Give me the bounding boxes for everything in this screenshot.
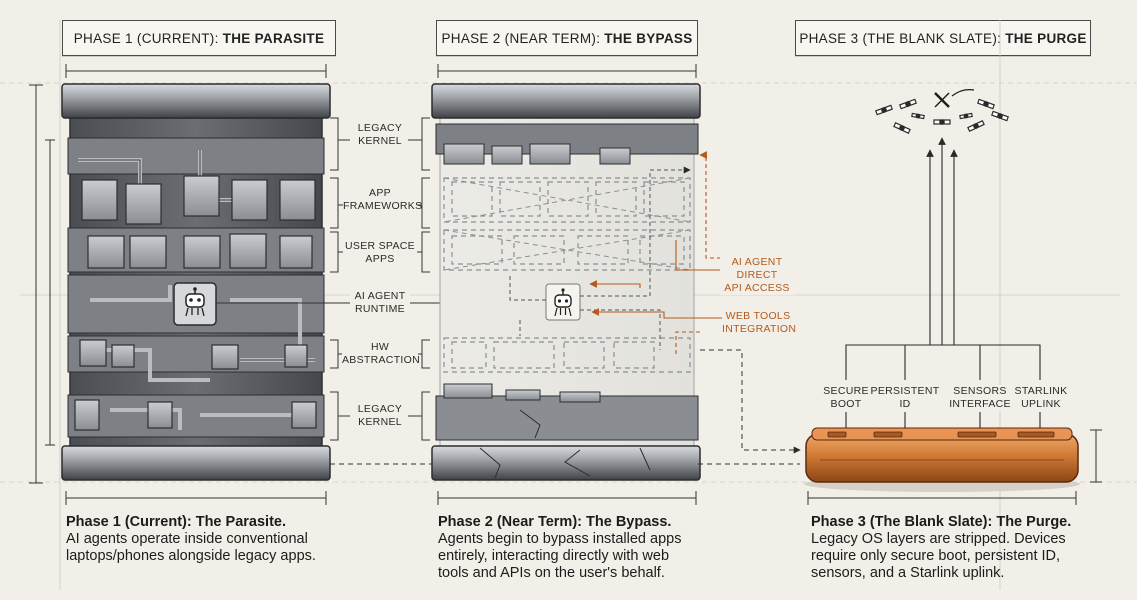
phase-2-caption: Phase 2 (Near Term): The Bypass. Agents … <box>438 514 700 582</box>
phase-2-orange-arrows <box>589 151 728 354</box>
phase-2-title-prefix: PHASE 2 (NEAR TERM): <box>441 30 601 46</box>
phase-3-connectors <box>845 137 1041 428</box>
label-starlink-uplink: STARLINK UPLINK <box>1012 385 1070 411</box>
label-legacy-kernel-bottom: LEGACY KERNEL <box>352 403 408 429</box>
phase-1-caption-body: AI agents operate inside conventional la… <box>66 531 316 564</box>
label-sensors-interface: SENSORS INTERFACE <box>946 385 1014 411</box>
label-legacy-kernel-top: LEGACY KERNEL <box>352 122 408 148</box>
label-app-frameworks: APP FRAMEWORKS <box>343 187 423 213</box>
label-hw-abstraction: HW ABSTRACTION <box>342 341 420 367</box>
phase-1-stack <box>61 83 331 481</box>
label-persistent-id: PERSISTENT ID <box>869 385 941 411</box>
phase-3-device <box>804 427 1080 492</box>
phase-2-dimensions <box>437 64 697 505</box>
label-direct-api-access: AI AGENT DIRECT API ACCESS <box>720 256 794 295</box>
robot-icon <box>554 288 572 317</box>
phase-1-title-bold: THE PARASITE <box>222 30 325 46</box>
phase-1-title-prefix: PHASE 1 (CURRENT): <box>73 30 219 46</box>
phase-3-caption-body: Legacy OS layers are stripped. Devices r… <box>811 531 1066 581</box>
phase-2-caption-title: Phase 2 (Near Term): The Bypass. <box>438 514 672 530</box>
label-web-tools-integration: WEB TOOLS INTEGRATION <box>722 310 797 336</box>
phase-2-caption-body: Agents begin to bypass installed apps en… <box>438 531 682 581</box>
x-logo-icon <box>934 89 975 108</box>
phase-2-title: PHASE 2 (NEAR TERM):THE BYPASS <box>436 20 698 56</box>
phase-1-dimensions <box>29 64 327 505</box>
phase-1-caption-title: Phase 1 (Current): The Parasite. <box>66 514 286 530</box>
phase-2-stack <box>431 83 701 481</box>
phase-3-dimensions <box>807 429 1102 505</box>
phase-3-caption-title: Phase 3 (The Blank Slate): The Purge. <box>811 514 1072 530</box>
phase-1-caption: Phase 1 (Current): The Parasite. AI agen… <box>66 514 356 565</box>
phase-2-title-bold: THE BYPASS <box>604 30 693 46</box>
phase-3-title-prefix: PHASE 3 (THE BLANK SLATE): <box>799 30 1002 46</box>
label-secure-boot: SECURE BOOT <box>818 385 874 411</box>
label-ai-agent-runtime: AI AGENT RUNTIME <box>350 290 410 316</box>
phase-3-title-bold: THE PURGE <box>1005 30 1087 46</box>
label-user-space-apps: USER SPACE APPS <box>343 240 417 266</box>
satellite-constellation-icon <box>875 98 1009 134</box>
phase-3-caption: Phase 3 (The Blank Slate): The Purge. Le… <box>811 514 1111 582</box>
phase-2-to-3-connector <box>330 349 801 465</box>
robot-icon <box>185 287 205 317</box>
phase-3-title: PHASE 3 (THE BLANK SLATE):THE PURGE <box>795 20 1091 56</box>
phase-1-title: PHASE 1 (CURRENT):THE PARASITE <box>62 20 336 56</box>
